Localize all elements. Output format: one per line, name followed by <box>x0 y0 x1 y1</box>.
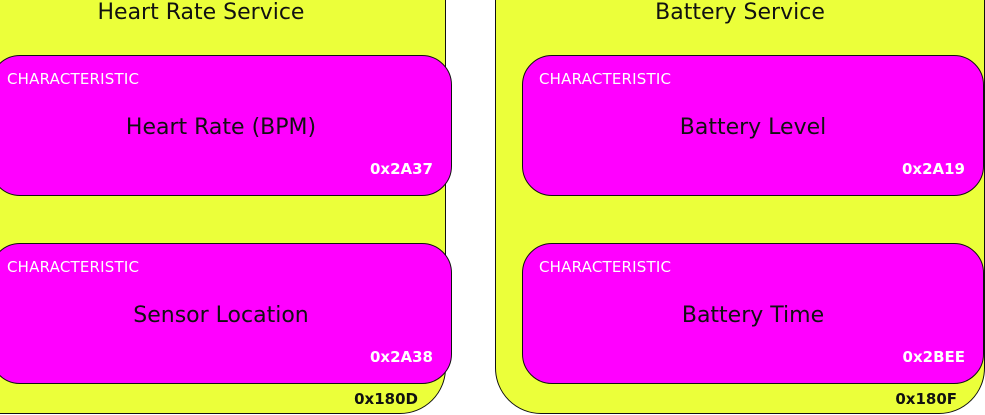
service-title: Heart Rate Service <box>97 0 305 25</box>
characteristic-battery-time: CHARACTERISTIC Battery Time 0x2BEE <box>522 243 984 384</box>
service-uuid: 0x180F <box>895 390 957 408</box>
characteristic-battery-level: CHARACTERISTIC Battery Level 0x2A19 <box>522 55 984 196</box>
characteristic-uuid: 0x2A37 <box>369 160 433 178</box>
characteristic-tag: CHARACTERISTIC <box>7 70 140 88</box>
characteristic-uuid: 0x2A38 <box>369 348 433 366</box>
service-heart-rate: Heart Rate Service CHARACTERISTIC Heart … <box>0 0 452 414</box>
characteristic-name: Heart Rate (BPM) <box>125 115 317 140</box>
characteristic-tag: CHARACTERISTIC <box>7 258 140 276</box>
characteristic-heart-rate-bpm: CHARACTERISTIC Heart Rate (BPM) 0x2A37 <box>0 55 452 196</box>
service-uuid: 0x180D <box>354 390 418 408</box>
characteristic-name: Battery Level <box>679 115 827 140</box>
characteristic-name: Sensor Location <box>133 303 309 328</box>
characteristic-sensor-location: CHARACTERISTIC Sensor Location 0x2A38 <box>0 243 452 384</box>
characteristic-tag: CHARACTERISTIC <box>539 258 672 276</box>
characteristic-name: Battery Time <box>681 303 825 328</box>
characteristic-tag: CHARACTERISTIC <box>539 70 672 88</box>
service-title: Battery Service <box>655 0 825 25</box>
characteristic-uuid: 0x2A19 <box>901 160 965 178</box>
characteristic-uuid: 0x2BEE <box>902 348 965 366</box>
service-battery: Battery Service CHARACTERISTIC Battery L… <box>495 0 985 414</box>
